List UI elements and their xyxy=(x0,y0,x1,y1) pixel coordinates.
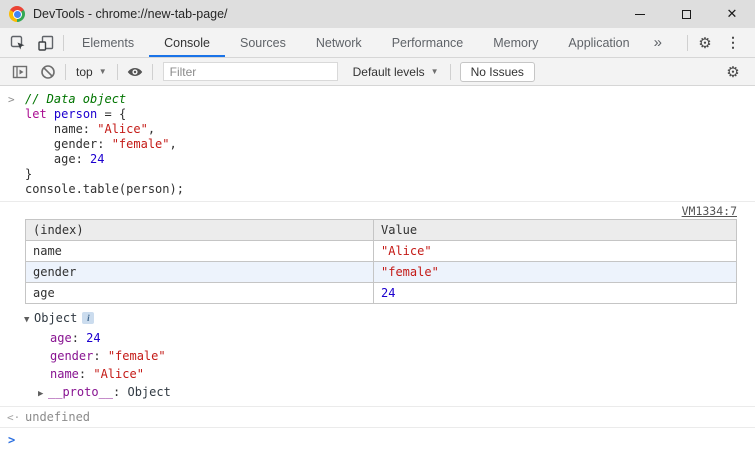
command-chevron: > xyxy=(8,93,15,106)
chrome-logo-icon xyxy=(9,6,25,22)
show-console-sidebar-button[interactable] xyxy=(6,59,34,85)
toggle-device-toolbar-button[interactable] xyxy=(32,30,60,56)
tab-memory[interactable]: Memory xyxy=(493,35,539,50)
table-index-cell: gender xyxy=(25,261,374,283)
maximize-button[interactable] xyxy=(663,0,709,28)
separator xyxy=(63,34,64,51)
tab-performance[interactable]: Performance xyxy=(391,35,464,50)
console-prompt[interactable]: > xyxy=(0,428,755,449)
object-label: Object xyxy=(34,311,78,325)
tab-application[interactable]: Application xyxy=(568,35,630,50)
no-issues-button[interactable]: No Issues xyxy=(459,61,535,82)
source-link-row: VM1334:7 xyxy=(0,202,755,219)
close-icon: ✕ xyxy=(726,6,738,21)
javascript-context-selector[interactable]: top ▼ xyxy=(69,65,114,79)
levels-label: Default levels xyxy=(352,64,425,79)
code-line: } xyxy=(25,167,33,181)
table-row: name"Alice" xyxy=(25,240,737,262)
proto-value: Object xyxy=(127,385,171,399)
separator xyxy=(65,63,66,80)
title-bar: DevTools - chrome://new-tab-page/ ✕ xyxy=(0,0,755,28)
table-value-cell: 24 xyxy=(373,282,737,304)
customize-devtools-button[interactable]: ⋮ xyxy=(719,30,747,56)
console-settings-button[interactable]: ⚙ xyxy=(719,59,747,85)
table-value-cell: "female" xyxy=(373,261,737,283)
tab-list: Elements Console Sources Network Performance… xyxy=(67,28,645,57)
more-tabs-button[interactable]: » xyxy=(645,34,671,51)
create-live-expression-button[interactable] xyxy=(121,59,149,85)
filter-input[interactable] xyxy=(162,62,338,81)
window-title: DevTools - chrome://new-tab-page/ xyxy=(33,7,228,21)
console-result-entry: VM1334:7 (index)Value name"Alice"gender"… xyxy=(0,202,755,407)
three-dot-menu-icon: ⋮ xyxy=(726,34,740,50)
code-line: console.table(person); xyxy=(25,182,184,196)
proto-name: __proto__ xyxy=(48,385,114,399)
prompt-chevron-icon: > xyxy=(8,433,16,447)
separator xyxy=(116,63,118,80)
inspect-element-button[interactable] xyxy=(4,30,32,56)
log-levels-dropdown[interactable]: Default levels ▼ xyxy=(345,65,447,79)
code-line: name: "Alice", xyxy=(25,122,156,136)
minimize-icon xyxy=(635,13,645,15)
close-button[interactable]: ✕ xyxy=(709,0,755,28)
console-sidebar-icon xyxy=(12,64,28,80)
tab-sources[interactable]: Sources xyxy=(239,35,286,50)
console-table: (index)Value name"Alice"gender"female"ag… xyxy=(25,219,737,304)
table-row: gender"female" xyxy=(25,261,737,283)
chevron-down-icon: ▼ xyxy=(430,67,439,76)
more-tabs-icon: » xyxy=(653,34,662,51)
code-line: age: 24 xyxy=(25,152,105,166)
object-property: age: 24 xyxy=(50,331,101,345)
object-properties: age: 24 gender: "female" name: "Alice" xyxy=(24,329,755,383)
gear-icon: ⚙ xyxy=(726,63,740,81)
table-header-row: (index)Value xyxy=(25,219,737,241)
device-toolbar-icon xyxy=(38,35,54,51)
console-toolbar: top ▼ Default levels ▼ No Issues ⚙ xyxy=(0,58,755,86)
proto-row[interactable]: ▶__proto__: Object xyxy=(24,383,755,403)
code-line: // Data object xyxy=(25,92,127,106)
settings-button[interactable]: ⚙ xyxy=(691,30,719,56)
tab-console[interactable]: Console xyxy=(149,28,225,57)
object-property: gender: "female" xyxy=(50,349,166,363)
separator xyxy=(449,63,451,80)
table-value-cell: "Alice" xyxy=(373,240,737,262)
separator xyxy=(151,63,153,80)
code-line: let person = { xyxy=(25,107,127,121)
chevron-down-icon: ▼ xyxy=(98,67,107,76)
return-value-icon: <· xyxy=(7,410,21,424)
tab-elements[interactable]: Elements xyxy=(82,35,135,50)
clear-console-icon xyxy=(40,64,56,80)
context-label: top xyxy=(76,64,93,79)
eye-icon xyxy=(126,64,144,80)
inspect-cursor-icon xyxy=(10,35,26,51)
window-controls: ✕ xyxy=(617,0,755,28)
devtools-tab-bar: Elements Console Sources Network Performance… xyxy=(0,28,755,58)
table-column-header[interactable]: (index) xyxy=(25,219,374,241)
source-link[interactable]: VM1334:7 xyxy=(681,204,737,218)
clear-console-button[interactable] xyxy=(34,59,62,85)
minimize-button[interactable] xyxy=(617,0,663,28)
console-return-entry: <· undefined xyxy=(0,407,755,428)
code-line: gender: "female", xyxy=(25,137,177,151)
table-column-header[interactable]: Value xyxy=(373,219,737,241)
collapse-triangle-icon[interactable]: ▼ xyxy=(24,315,30,325)
table-index-cell: age xyxy=(25,282,374,304)
table-index-cell: name xyxy=(25,240,374,262)
separator xyxy=(687,34,688,51)
return-value: undefined xyxy=(25,410,91,424)
gear-icon: ⚙ xyxy=(698,34,712,52)
maximize-icon xyxy=(681,9,691,19)
object-property: name: "Alice" xyxy=(50,367,144,381)
tab-network[interactable]: Network xyxy=(315,35,362,50)
value-info-icon: i xyxy=(82,312,95,324)
expand-triangle-icon[interactable]: ▶ xyxy=(38,389,44,399)
tab-bar-right: ⚙ ⋮ xyxy=(684,30,755,56)
